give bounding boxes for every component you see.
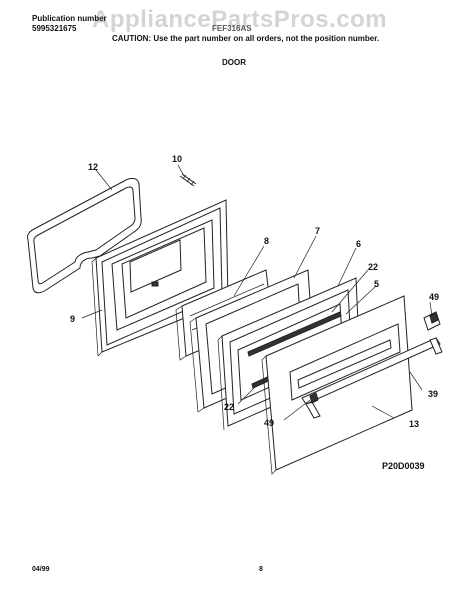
footer-date: 04/99: [32, 566, 50, 573]
handle-end-cap-left: [309, 392, 319, 404]
page-number: 8: [259, 566, 263, 573]
callout-22-top: 22: [368, 262, 379, 272]
callout-8: 8: [264, 236, 270, 246]
callout-7: 7: [315, 226, 321, 236]
callout-22-bottom: 22: [224, 402, 235, 412]
leader-lines: [81, 164, 433, 421]
callout-49-left: 49: [264, 418, 275, 428]
callout-13: 13: [409, 419, 420, 429]
section-title: DOOR: [222, 58, 246, 67]
callout-49-right: 49: [429, 292, 440, 302]
model-number: FEF316AS: [212, 24, 252, 33]
callout-5: 5: [374, 279, 380, 289]
callout-39: 39: [428, 389, 439, 399]
callout-12: 12: [88, 162, 99, 172]
watermark: AppliancePartsPros.com: [92, 6, 388, 33]
caution-note: CAUTION: Use the part number on all orde…: [112, 34, 380, 43]
publication-number: 5995321675: [32, 24, 77, 33]
door-handle: [301, 337, 443, 419]
callout-6: 6: [356, 239, 362, 249]
publication-label: Publication number: [32, 14, 107, 23]
callout-9: 9: [70, 314, 76, 324]
publication-block: Publication number 5995321675: [32, 14, 107, 34]
glass-spacer-top: [247, 311, 342, 357]
door-gasket: [27, 177, 142, 294]
diagram-code: P20D0039: [382, 461, 425, 471]
callout-10: 10: [172, 154, 183, 164]
screw: [179, 173, 197, 187]
